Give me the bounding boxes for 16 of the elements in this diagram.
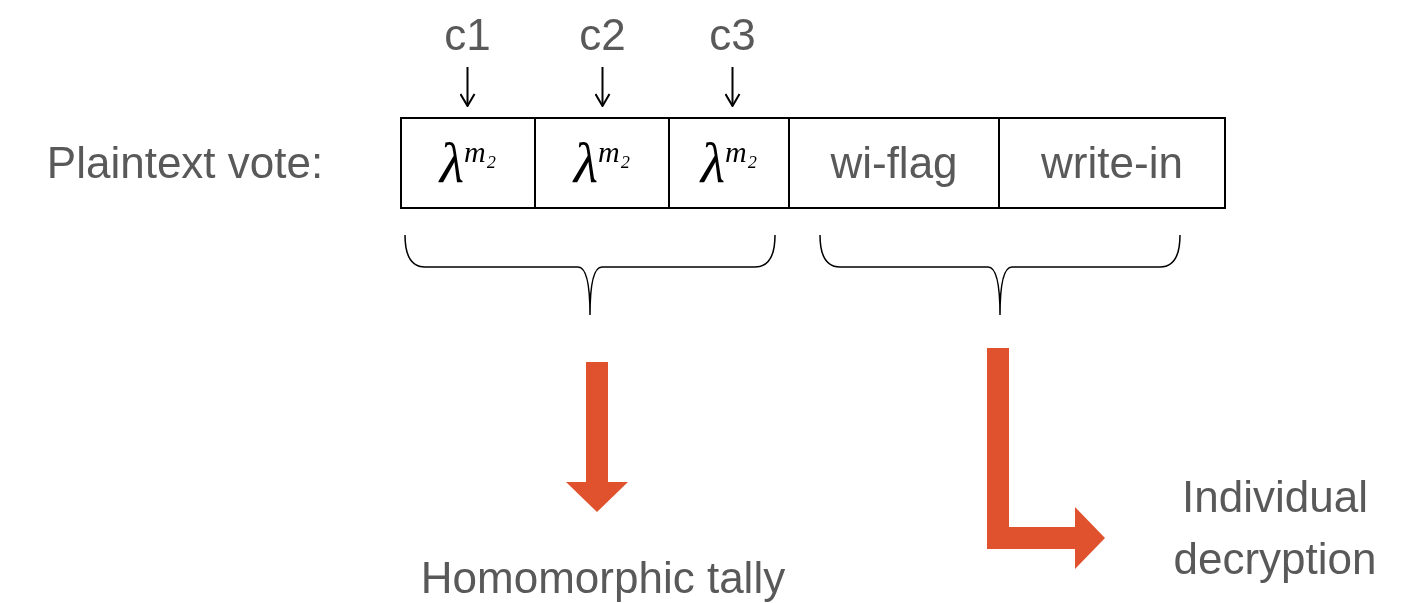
row-label: Plaintext vote: xyxy=(45,137,325,190)
block-arrow xyxy=(566,362,628,512)
node-label: Individual decryption xyxy=(1140,465,1403,591)
node-label: Homomorphic tally xyxy=(370,550,836,603)
node-label: c3 xyxy=(685,5,780,65)
field-cell: write-in xyxy=(998,117,1226,209)
field-cell: λ$^{m₂}$ xyxy=(668,117,790,209)
field-cell: wi-flag xyxy=(788,117,1000,209)
arrow xyxy=(724,66,741,107)
arrow xyxy=(594,66,611,107)
field-cell: λ$^{m₂}$ xyxy=(400,117,536,209)
node-label: c2 xyxy=(555,5,650,65)
block-arrow xyxy=(987,348,1105,569)
node-label: c1 xyxy=(420,5,515,65)
arrow xyxy=(459,66,476,107)
field-cell: λ$^{m₂}$ xyxy=(534,117,670,209)
